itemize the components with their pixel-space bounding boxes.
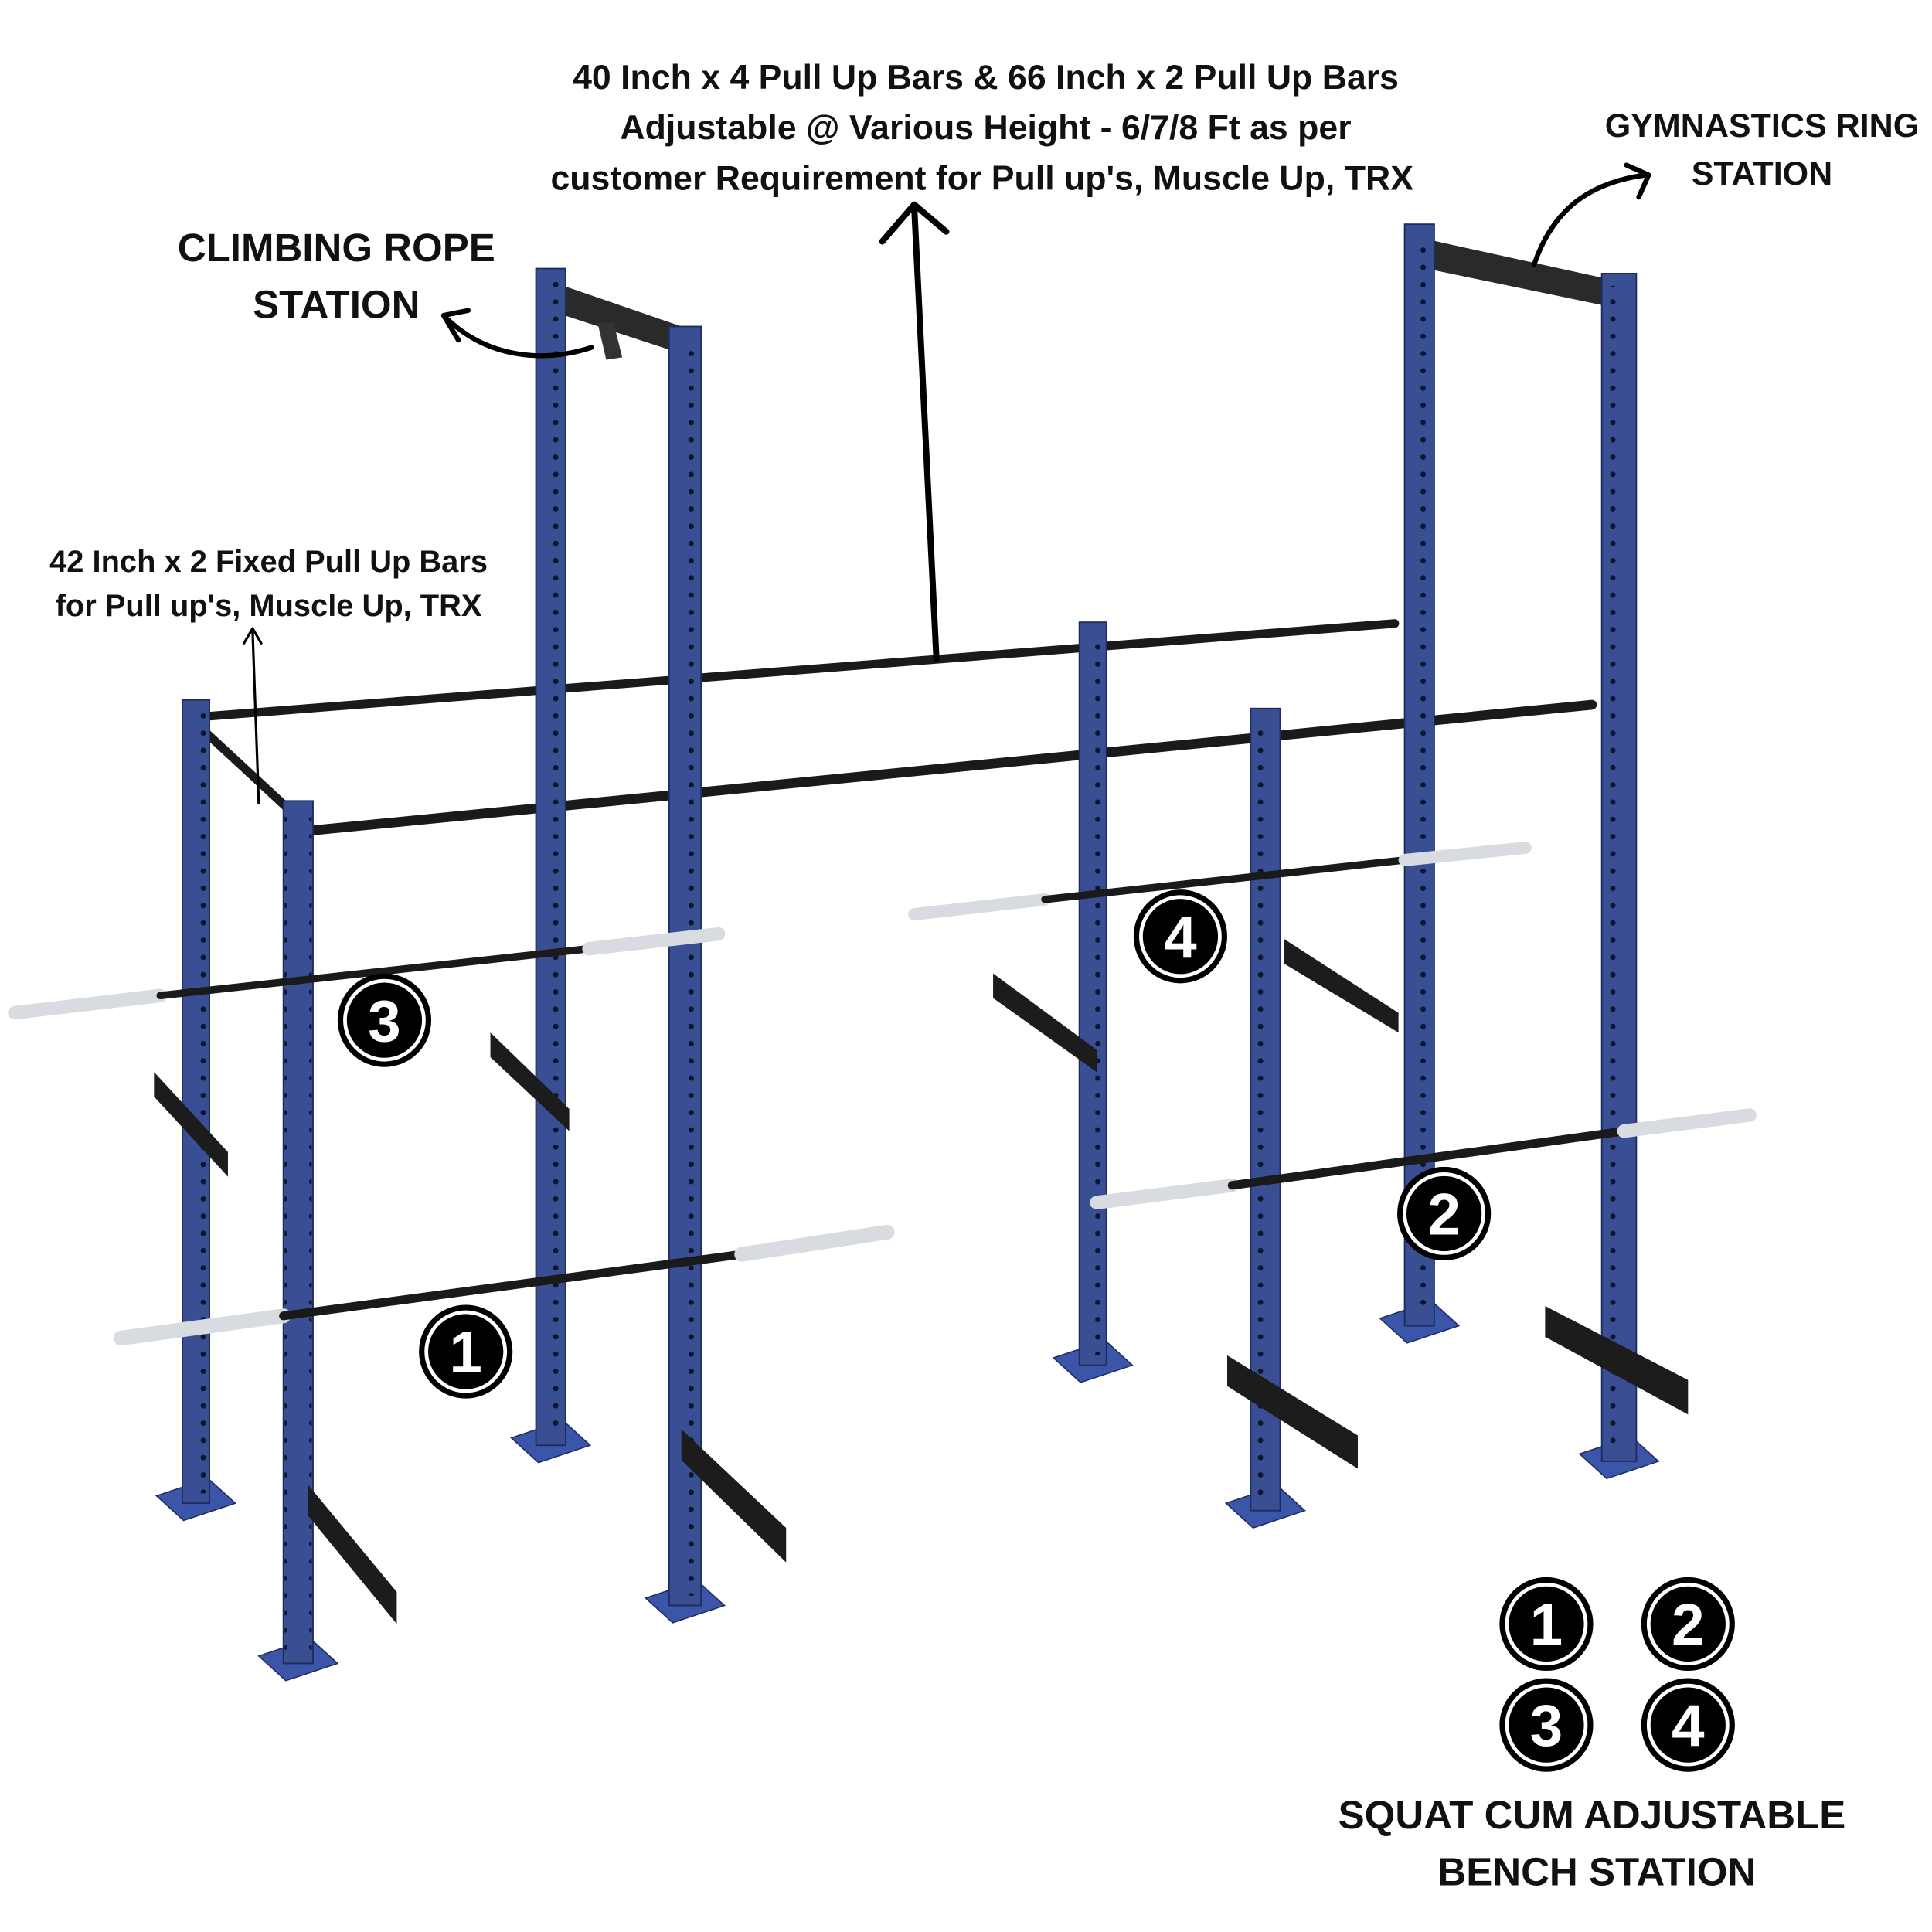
badge-number: 2 bbox=[1427, 1182, 1461, 1248]
arrow-up-icon bbox=[243, 627, 263, 805]
label-line: GYMNASTICS RING bbox=[1605, 107, 1919, 145]
label-line: Adjustable @ Various Height - 6/7/8 Ft a… bbox=[620, 109, 1351, 147]
spotter-arm bbox=[154, 1072, 228, 1177]
barbell-1 bbox=[113, 1224, 895, 1346]
hole-pattern bbox=[284, 813, 312, 1654]
curved-arrow-icon bbox=[440, 308, 594, 359]
upright bbox=[1578, 272, 1660, 1480]
pull-up-bar-back bbox=[192, 619, 1400, 722]
station-badge-two: 2 bbox=[1397, 1166, 1492, 1261]
spotter-arm bbox=[993, 973, 1097, 1073]
badge-number: 4 bbox=[1672, 1693, 1705, 1759]
label-line: for Pull up's, Muscle Up, TRX bbox=[56, 589, 482, 623]
barbell-2 bbox=[1090, 1108, 1757, 1209]
badge-number: 3 bbox=[1530, 1693, 1563, 1759]
annotation-arrows bbox=[243, 162, 1651, 805]
gymnastics-ring-beam bbox=[1414, 236, 1617, 308]
station-badge-two: 2 bbox=[1641, 1577, 1735, 1671]
badge-number: 3 bbox=[368, 988, 401, 1054]
pull-up-bar-front bbox=[294, 699, 1597, 837]
gymnastics-ring-label: GYMNASTICS RING STATION bbox=[1605, 107, 1919, 192]
uprights bbox=[155, 223, 1660, 1682]
hole-pattern bbox=[1605, 285, 1633, 1452]
badge-number: 1 bbox=[1530, 1593, 1563, 1658]
spotter-arm bbox=[490, 1032, 570, 1131]
upright bbox=[510, 267, 592, 1464]
station-badge-four: 4 bbox=[1133, 889, 1228, 984]
curved-arrow-icon bbox=[1531, 162, 1651, 267]
climbing-rope-label: CLIMBING ROPE STATION bbox=[178, 226, 495, 326]
squat-station-label: SQUAT CUM ADJUSTABLE BENCH STATION bbox=[1338, 1793, 1846, 1893]
upright bbox=[1379, 223, 1461, 1344]
label-line: 42 Inch x 2 Fixed Pull Up Bars bbox=[49, 545, 488, 579]
upright bbox=[1224, 707, 1307, 1529]
upright bbox=[1052, 621, 1134, 1383]
hole-pattern bbox=[1406, 236, 1434, 1316]
barbells bbox=[8, 841, 1757, 1346]
spotter-arm bbox=[308, 1485, 397, 1624]
hole-pattern bbox=[1251, 720, 1279, 1501]
spotter-arm bbox=[1545, 1306, 1689, 1415]
badge-number: 2 bbox=[1672, 1593, 1705, 1658]
label-line: CLIMBING ROPE bbox=[178, 226, 495, 270]
station-badge-four: 4 bbox=[1641, 1678, 1735, 1772]
label-line: STATION bbox=[253, 282, 420, 326]
badge-number: 1 bbox=[449, 1320, 482, 1386]
station-badge-three: 3 bbox=[337, 973, 432, 1067]
arrow-up-icon bbox=[879, 201, 950, 662]
label-line: BENCH STATION bbox=[1437, 1849, 1756, 1893]
barbell-4 bbox=[908, 841, 1532, 921]
spotter-arm bbox=[681, 1429, 787, 1563]
pull-up-bar-side bbox=[192, 719, 301, 821]
spotter-arm bbox=[1284, 938, 1399, 1033]
fixed-bars-label: 42 Inch x 2 Fixed Pull Up Bars for Pull … bbox=[49, 545, 488, 623]
hole-pattern bbox=[182, 712, 210, 1494]
label-line: customer Requirement for Pull up's, Musc… bbox=[550, 160, 1413, 198]
spotter-arms bbox=[154, 938, 1689, 1624]
station-badge-three: 3 bbox=[1499, 1678, 1594, 1772]
spotter-arm bbox=[1227, 1355, 1359, 1469]
upright bbox=[155, 699, 237, 1522]
label-line: 40 Inch x 4 Pull Up Bars & 66 Inch x 2 P… bbox=[573, 59, 1399, 97]
pull-up-bars bbox=[192, 619, 1597, 837]
station-number-badges: 1 3 4 2 1 2 3 4 bbox=[337, 889, 1735, 1772]
climbing-rope-beam bbox=[542, 278, 693, 360]
pull-up-bars-label: 40 Inch x 4 Pull Up Bars & 66 Inch x 2 P… bbox=[550, 59, 1413, 198]
hole-pattern bbox=[671, 338, 699, 1596]
upright bbox=[644, 325, 726, 1624]
label-line: SQUAT CUM ADJUSTABLE bbox=[1338, 1793, 1846, 1837]
badge-number: 4 bbox=[1164, 905, 1197, 971]
label-line: STATION bbox=[1692, 155, 1832, 192]
station-badge-one: 1 bbox=[419, 1304, 513, 1399]
station-badge-one: 1 bbox=[1499, 1577, 1594, 1671]
upright bbox=[257, 800, 339, 1682]
hole-pattern bbox=[537, 281, 565, 1436]
hole-pattern bbox=[1079, 634, 1107, 1355]
barbell-3 bbox=[8, 927, 726, 1020]
